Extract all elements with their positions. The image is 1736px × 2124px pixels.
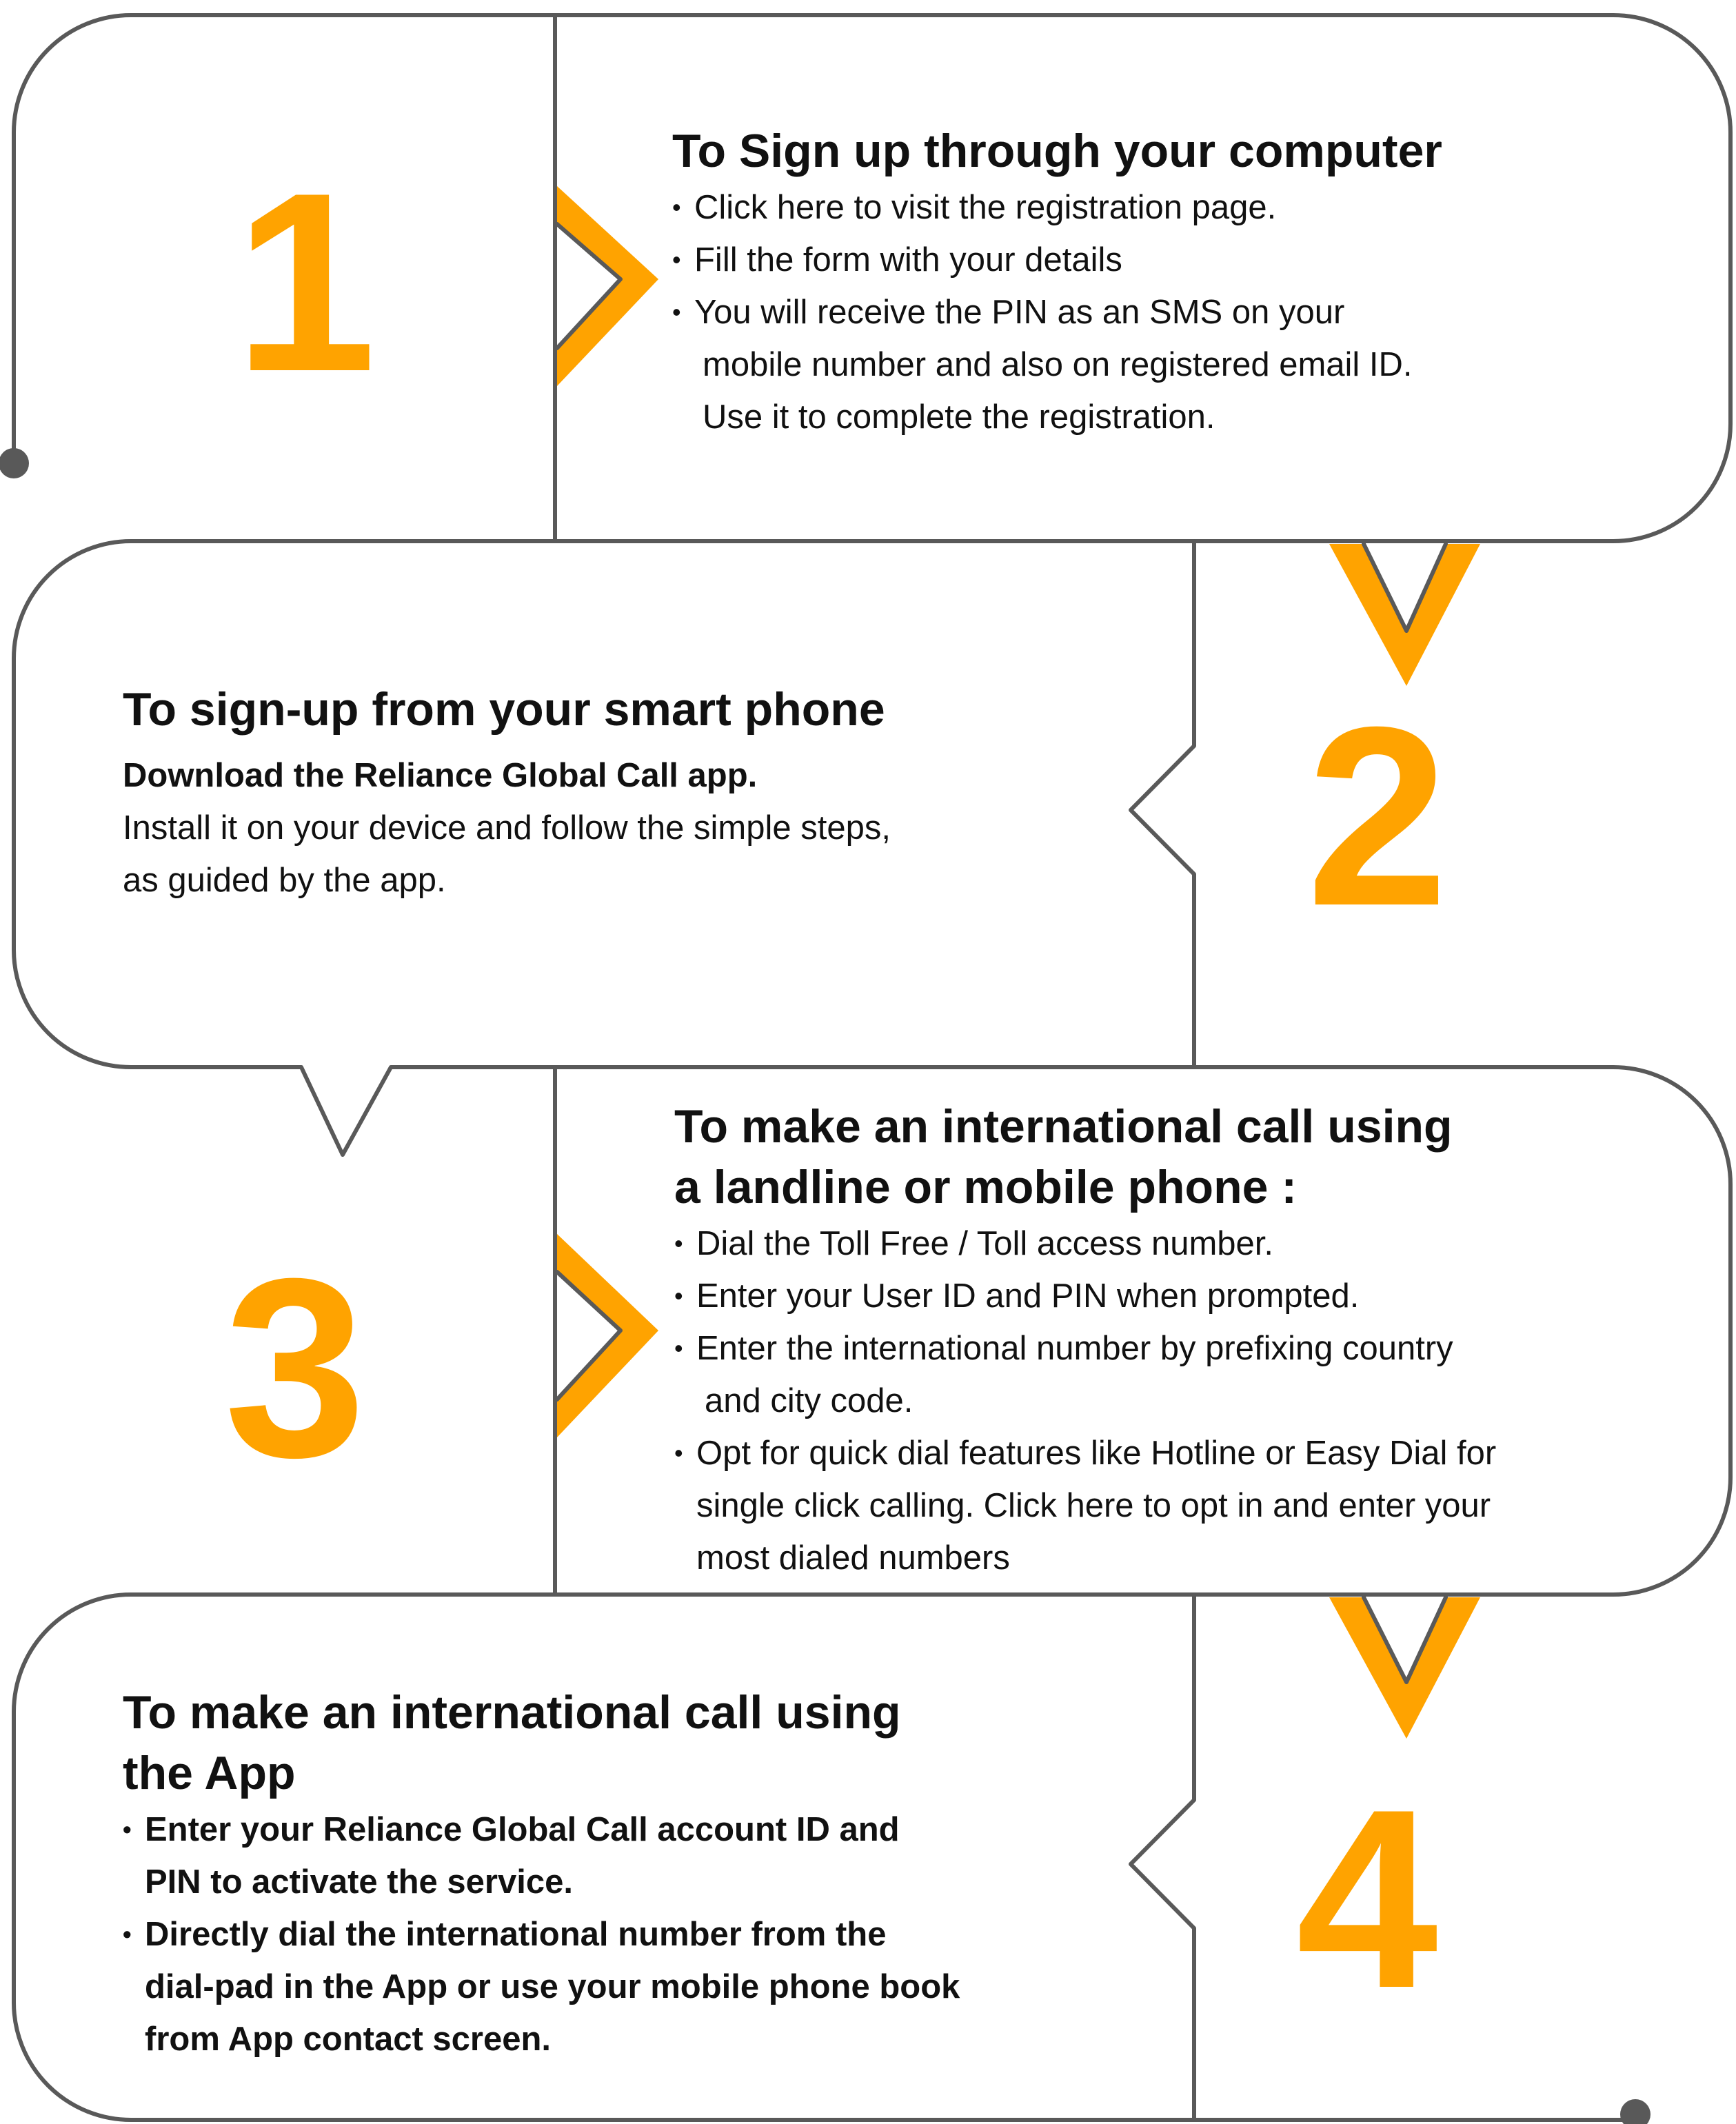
- step-4-line-4: dial-pad in the App or use your mobile p…: [145, 1968, 960, 2005]
- step-2-box: [12, 539, 1196, 1157]
- step-1-box: [553, 13, 1733, 543]
- step-3-line-4: and city code.: [705, 1382, 914, 1419]
- step-3-list: Dial the Toll Free / Toll access number.…: [674, 1217, 1708, 1584]
- step-4-title-line-1: To make an international call using: [123, 1686, 901, 1739]
- step-3-box: [553, 1065, 1733, 1597]
- connector-line-left: [12, 13, 555, 463]
- step-4-line-1: Enter your Reliance Global Call account …: [123, 1803, 1157, 1856]
- step-3-line-5: Opt for quick dial features like Hotline…: [674, 1427, 1708, 1479]
- step-4-content: To make an international call using the …: [123, 1682, 1157, 2065]
- step-4-box: [12, 1592, 1196, 2122]
- step-2-content: To sign-up from your smart phone Downloa…: [123, 679, 1157, 907]
- step-4-title: To make an international call using the …: [123, 1682, 1157, 1803]
- step-3-line-1: Dial the Toll Free / Toll access number.: [674, 1217, 1708, 1270]
- step-2-number: 2: [1306, 674, 1449, 959]
- step-3-line-6: single click calling. Click here to opt …: [696, 1487, 1491, 1524]
- step-4-line-5: from App contact screen.: [145, 2021, 552, 2058]
- step-1-title: To Sign up through your computer: [672, 125, 1442, 177]
- step-3-line-2: Enter your User ID and PIN when prompted…: [674, 1270, 1708, 1322]
- start-dot: [0, 448, 29, 478]
- step-1-chevron-arrow: [557, 186, 658, 386]
- step-4-line-3: Directly dial the international number f…: [123, 1908, 1157, 1961]
- step-1-list: Click here to visit the registration pag…: [672, 181, 1706, 443]
- step-3-line-3: Enter the international number by prefix…: [674, 1322, 1708, 1375]
- step-4-line-2: PIN to activate the service.: [145, 1863, 573, 1901]
- step-1-line-4: mobile number and also on registered ema…: [703, 346, 1413, 383]
- step-3-chevron-arrow: [557, 1234, 658, 1437]
- step-2-list: Download the Reliance Global Call app. I…: [123, 749, 1157, 907]
- step-4-title-line-2: the App: [123, 1747, 296, 1799]
- step-4-list: Enter your Reliance Global Call account …: [123, 1803, 1157, 2065]
- step-2-line-2: Install it on your device and follow the…: [123, 809, 891, 847]
- step-3-content: To make an international call using a la…: [674, 1096, 1708, 1584]
- step-1-content: To Sign up through your computer Click h…: [672, 121, 1706, 443]
- step-1-number: 1: [234, 140, 376, 425]
- step-1-line-5: Use it to complete the registration.: [703, 398, 1215, 436]
- step-1-line-3: You will receive the PIN as an SMS on yo…: [672, 286, 1706, 338]
- step-2-line-3: as guided by the app.: [123, 862, 446, 899]
- step-3-number: 3: [224, 1226, 366, 1510]
- step-3-title-line-1: To make an international call using: [674, 1100, 1453, 1153]
- step-1-line-2: Fill the form with your details: [672, 234, 1706, 286]
- step-4-chevron-arrow: [1329, 1597, 1480, 1739]
- end-dot: [1620, 2099, 1651, 2124]
- step-2-title: To sign-up from your smart phone: [123, 683, 885, 736]
- step-2-line-1: Download the Reliance Global Call app.: [123, 757, 758, 794]
- step-1-line-1: Click here to visit the registration pag…: [672, 181, 1706, 234]
- step-3-title-line-2: a landline or mobile phone :: [674, 1161, 1297, 1213]
- step-3-title: To make an international call using a la…: [674, 1096, 1708, 1217]
- step-4-number: 4: [1296, 1757, 1438, 2041]
- step-2-chevron-arrow: [1329, 544, 1480, 686]
- step-3-line-7: most dialed numbers: [696, 1539, 1010, 1577]
